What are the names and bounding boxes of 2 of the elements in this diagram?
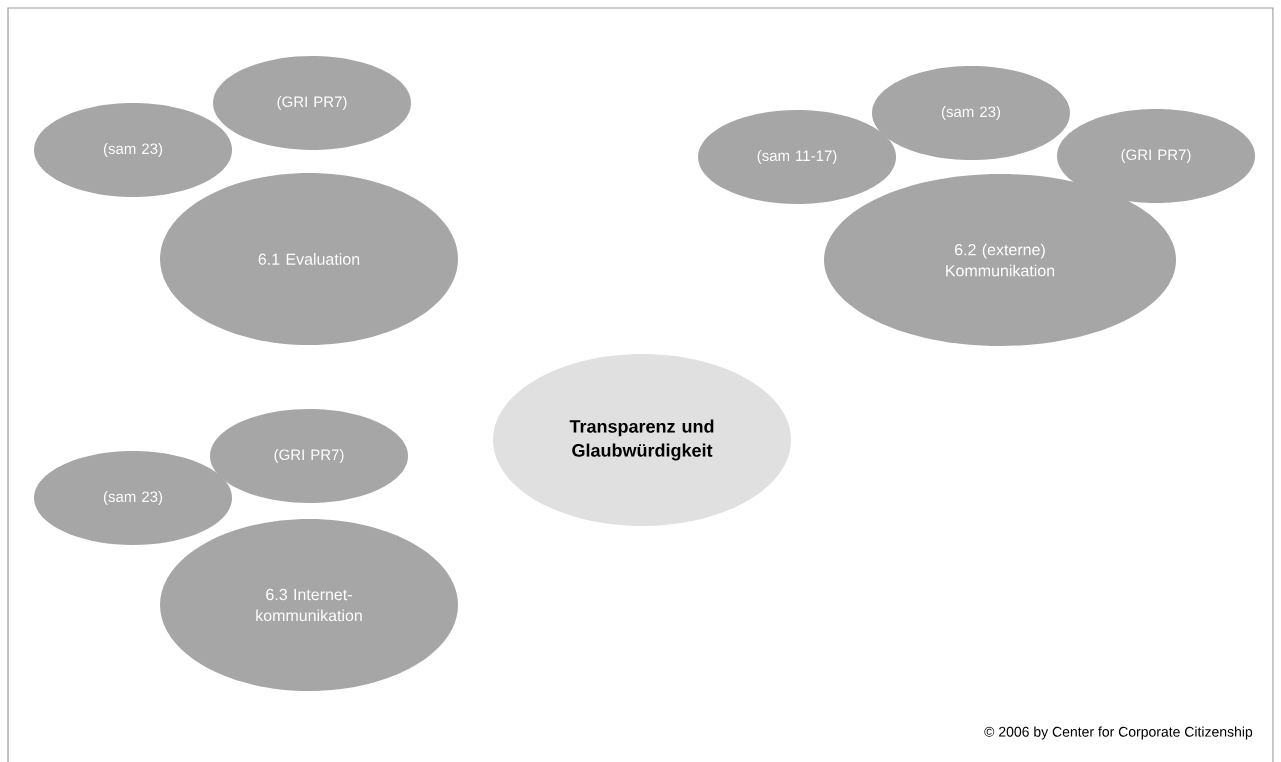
node-label: (GRI PR7) — [1121, 149, 1191, 163]
copyright-note: © 2006 by Center for Corporate Citizenship — [984, 726, 1253, 740]
